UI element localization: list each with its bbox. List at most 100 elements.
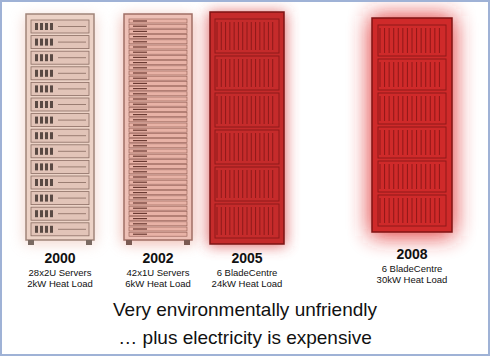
blade-server [272,96,273,124]
blade-server [217,96,218,124]
blade-server [247,59,248,87]
server-1u [129,50,187,54]
blade-server [434,28,435,53]
blade-server [229,22,230,50]
blade-server [434,198,435,223]
blade-server [268,207,269,235]
drive-bay [133,88,147,89]
drive-bay [50,101,53,108]
blade-server [402,198,403,223]
blade-server [430,62,431,87]
server-2u [31,20,89,33]
blade-server [412,96,413,121]
blade-server [229,207,230,235]
blade-server [242,22,243,50]
blade-server [439,62,440,87]
blade-server [264,170,265,198]
server-1u [129,29,187,33]
drive-bay [133,130,147,131]
heat-glow [370,16,454,236]
blade-server [234,96,235,124]
drive-bay [40,85,43,92]
blade-server [229,96,230,124]
server-1u [129,97,187,101]
drive-bay [35,148,38,155]
blade-server [384,164,385,189]
blade-server [412,164,413,189]
blade-server [389,62,390,87]
blade-server [425,28,426,53]
blade-server [251,59,252,87]
blade-server [251,133,252,161]
blade-server [425,198,426,223]
blade-server [272,207,273,235]
blade-server [238,96,239,124]
blade-chassis [215,167,279,201]
server-1u [129,232,187,236]
blade-server [416,164,417,189]
blade-server [398,96,399,121]
rack-description: 6 BladeCentre 24kW Heat Load [210,267,285,289]
blade-rack [210,12,284,244]
drive-bay [133,182,147,183]
blade-server [416,130,417,155]
server-2u [31,82,89,95]
drive-bay [133,124,147,125]
blade-server [255,133,256,161]
blade-chassis [215,56,279,90]
blade-server [255,170,256,198]
server-bezel [58,26,86,27]
blade-server [264,59,265,87]
blade-server [264,22,265,50]
server-2u [31,145,89,158]
blade-server [242,170,243,198]
drive-bay [45,23,48,30]
drive-bay [50,117,53,124]
blade-chassis [378,161,446,192]
blade-server [384,130,385,155]
blade-server [430,28,431,53]
blade-server [234,170,235,198]
server-1u [129,102,187,106]
drive-bay [133,114,147,115]
server-bezel [58,73,86,74]
drive-bay [133,218,147,219]
server-bezel [58,135,86,136]
blade-server [242,207,243,235]
blade-server [247,133,248,161]
drive-bay [133,104,147,105]
blade-server [217,207,218,235]
blade-server [380,96,381,121]
server-1u [129,123,187,127]
drive-bay [133,150,147,151]
blade-server [268,170,269,198]
blade-server [421,62,422,87]
blade-server [225,133,226,161]
server-2u [31,51,89,64]
drive-bay [50,210,53,217]
drive-bay [133,187,147,188]
blade-server [430,198,431,223]
drive-bay [133,228,147,229]
drive-bay [133,140,147,141]
blade-server [416,28,417,53]
blade-server [421,164,422,189]
server-1u [129,227,187,231]
blade-server [247,207,248,235]
server-bezel [58,151,86,152]
blade-server [402,96,403,121]
drive-bay [50,226,53,233]
drive-bay [45,70,48,77]
blade-server [221,170,222,198]
server-1u [129,107,187,111]
drive-bay [35,132,38,139]
server-1u [129,180,187,184]
blade-server [251,96,252,124]
blade-server [384,28,385,53]
drive-bay [133,161,147,162]
server-bezel [58,229,86,230]
server-1u [129,154,187,158]
blade-server [242,59,243,87]
server-1u [129,217,187,221]
blade-server [272,133,273,161]
